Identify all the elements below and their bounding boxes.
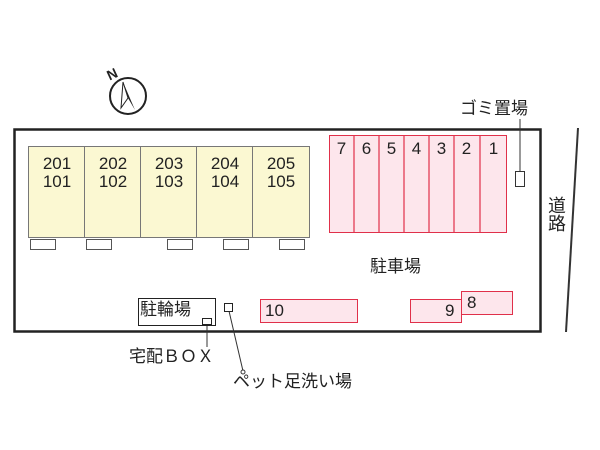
unit-number-lower: 105 bbox=[266, 172, 296, 191]
garbage-point-box bbox=[515, 171, 525, 187]
parking-space-8-label: 8 bbox=[467, 293, 477, 312]
unit-number-lower: 104 bbox=[210, 172, 240, 191]
unit-number-upper: 203 bbox=[154, 154, 184, 173]
porch-103 bbox=[167, 239, 193, 250]
unit-204-104: 204 104 bbox=[196, 146, 254, 238]
parking-space-9-label: 9 bbox=[445, 301, 455, 320]
road-label: 道路 bbox=[545, 196, 566, 232]
parking-space-7: 7 bbox=[336, 139, 347, 158]
parking-space-10: 10 bbox=[260, 299, 358, 323]
delivery-box-marker bbox=[202, 318, 212, 325]
unit-number-upper: 204 bbox=[210, 154, 240, 173]
parking-space-8: 8 bbox=[461, 291, 513, 315]
unit-number-upper: 201 bbox=[42, 154, 72, 173]
parking-space-5: 5 bbox=[386, 139, 397, 158]
porch-101 bbox=[30, 239, 56, 250]
unit-number-upper: 205 bbox=[266, 154, 296, 173]
porch-104 bbox=[223, 239, 249, 250]
unit-number-lower: 101 bbox=[42, 172, 72, 191]
parking-area-label: 駐車場 bbox=[370, 257, 421, 277]
parking-space-9: 9 bbox=[410, 299, 462, 323]
unit-203-103: 203 103 bbox=[140, 146, 198, 238]
delivery-box-label: 宅配ＢＯＸ bbox=[129, 347, 214, 367]
parking-space-10-label: 10 bbox=[265, 301, 284, 320]
parking-space-4: 4 bbox=[411, 139, 422, 158]
pet-wash-leader-dot bbox=[240, 369, 246, 375]
road-edge-line bbox=[565, 127, 579, 333]
unit-201-101: 201 101 bbox=[28, 146, 86, 238]
parking-space-1: 1 bbox=[488, 139, 499, 158]
garbage-label: ゴミ置場 bbox=[460, 99, 528, 119]
parking-space-3: 3 bbox=[436, 139, 447, 158]
unit-202-102: 202 102 bbox=[84, 146, 142, 238]
pet-wash-marker bbox=[224, 303, 233, 312]
bicycle-parking-label: 駐輪場 bbox=[140, 300, 191, 320]
parking-space-2: 2 bbox=[461, 139, 472, 158]
parking-space-6: 6 bbox=[361, 139, 372, 158]
porch-102 bbox=[86, 239, 112, 250]
pet-wash-leader bbox=[228, 310, 244, 372]
north-compass bbox=[109, 77, 147, 115]
site-boundary bbox=[13, 128, 542, 333]
unit-number-upper: 202 bbox=[98, 154, 128, 173]
unit-number-lower: 103 bbox=[154, 172, 184, 191]
parking-top-area bbox=[329, 135, 507, 233]
porch-105 bbox=[279, 239, 305, 250]
pet-wash-label: ペット足洗い場 bbox=[233, 372, 352, 392]
unit-number-lower: 102 bbox=[98, 172, 128, 191]
unit-205-105: 205 105 bbox=[252, 146, 310, 238]
